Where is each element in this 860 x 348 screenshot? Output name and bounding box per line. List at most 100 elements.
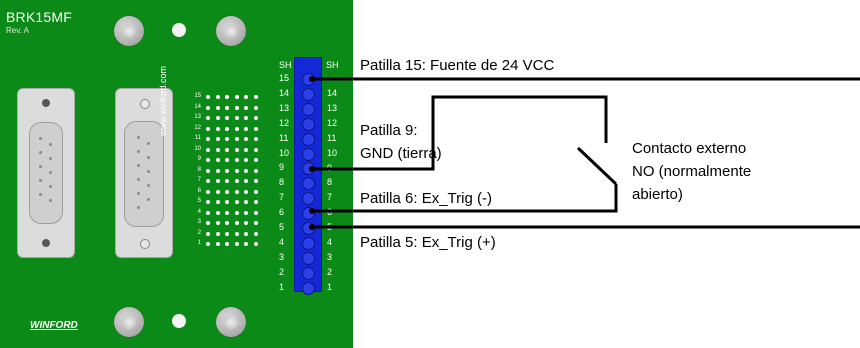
switch-lever: [576, 146, 618, 186]
terminal-number-left: 4: [279, 236, 285, 247]
header-pad: [225, 105, 229, 110]
header-pad: [215, 95, 220, 99]
header-pin-number: 14: [194, 103, 201, 110]
header-pin-number: 3: [197, 219, 201, 225]
header-pad: [234, 210, 239, 215]
label-contact-line1: Contacto externo: [632, 140, 747, 157]
header-pad: [206, 137, 210, 141]
terminal-number-right: 2: [327, 266, 333, 277]
header-pad: [206, 168, 210, 173]
header-pad: [206, 231, 210, 236]
header-pad: [234, 200, 239, 204]
screw-icon: [114, 16, 144, 46]
header-pad: [225, 189, 229, 194]
terminal-number-right: 1: [327, 281, 333, 292]
header-pad: [215, 221, 220, 225]
label-pin6: Patilla 6: Ex_Trig (-): [360, 190, 492, 207]
header-pad: [234, 158, 239, 162]
terminal-number-left: 13: [279, 102, 290, 113]
header-pad: [206, 210, 210, 215]
header-pad: [234, 116, 239, 120]
terminal-number-left: 15: [279, 73, 290, 83]
header-pad: [253, 168, 258, 173]
terminal-number-right: 7: [327, 192, 333, 203]
header-pin-number: 8: [197, 166, 201, 173]
mounting-hole: [172, 314, 186, 328]
header-pad: [215, 189, 220, 194]
header-pin-number: 9: [197, 156, 201, 162]
header-pad: [234, 231, 239, 236]
header-pad: [215, 137, 220, 141]
header-pad: [234, 137, 239, 141]
header-pad: [234, 147, 239, 152]
board-revision: Rev. A: [6, 26, 29, 35]
terminal-number-left: 12: [279, 117, 290, 128]
connector-pin: [49, 157, 52, 160]
wire-pin9: [312, 95, 608, 171]
terminal-number-left: 6: [279, 207, 285, 218]
header-pad: [215, 179, 220, 183]
header-pad: [215, 105, 220, 110]
header-pad: [225, 158, 229, 162]
board-title: BRK15MF: [6, 9, 72, 25]
header-pad: [253, 189, 258, 194]
connector-pin: [147, 156, 150, 159]
header-pad: [225, 231, 229, 236]
connector-pin: [49, 171, 52, 174]
terminal-screw: [302, 147, 315, 161]
header-pad: [244, 189, 248, 194]
header-pad: [234, 221, 239, 225]
header-pad: [206, 179, 210, 183]
terminal-number-left: 5: [279, 222, 285, 232]
header-pad: [206, 116, 210, 120]
terminal-screw: [302, 251, 315, 265]
terminal-screw: [302, 177, 315, 191]
screw-icon: [216, 16, 246, 46]
terminal-shield-label-left: SH: [279, 60, 292, 70]
connector-pin: [137, 178, 140, 181]
mounting-hole: [172, 23, 186, 37]
header-pad: [244, 221, 248, 225]
header-pad: [234, 189, 239, 194]
wire-pin6: [312, 184, 618, 213]
connector-screw-hole: [42, 99, 50, 107]
connector-face: [124, 121, 164, 227]
db15-female-connector: [17, 88, 75, 258]
header-pad: [244, 179, 248, 183]
header-pad: [215, 168, 220, 173]
header-pad: [225, 221, 229, 225]
header-pad: [206, 200, 210, 204]
terminal-screw: [302, 132, 315, 146]
screw-terminal-block: [294, 57, 322, 295]
terminal-number-left: 9: [279, 162, 285, 173]
terminal-number-left: 2: [279, 266, 285, 277]
header-pad: [234, 242, 239, 246]
connector-pin: [137, 206, 140, 209]
header-pad: [206, 95, 210, 99]
terminal-number-left: 7: [279, 192, 285, 203]
wire-node-pin15: [309, 76, 315, 82]
connector-pin: [39, 151, 42, 154]
connector-pin: [147, 198, 150, 201]
connector-pin: [137, 136, 140, 139]
header-pad: [253, 95, 258, 99]
header-pad: [225, 147, 229, 152]
header-pad: [234, 179, 239, 183]
header-pad: [225, 137, 229, 141]
screw-icon: [114, 307, 144, 337]
terminal-number-left: 14: [279, 87, 290, 98]
connector-pin: [39, 137, 42, 140]
header-pad: [253, 221, 258, 225]
connector-pin: [137, 150, 140, 153]
connector-pin: [49, 143, 52, 146]
label-pin15: Patilla 15: Fuente de 24 VCC: [360, 57, 555, 74]
header-pad: [215, 158, 220, 162]
header-pad: [215, 200, 220, 204]
header-pad: [253, 158, 258, 162]
terminal-number-right: 14: [327, 88, 338, 98]
header-pad: [215, 210, 220, 215]
header-pad: [253, 231, 258, 236]
terminal-number-right: 3: [327, 251, 333, 262]
winford-logo: WINFORD: [30, 320, 78, 331]
